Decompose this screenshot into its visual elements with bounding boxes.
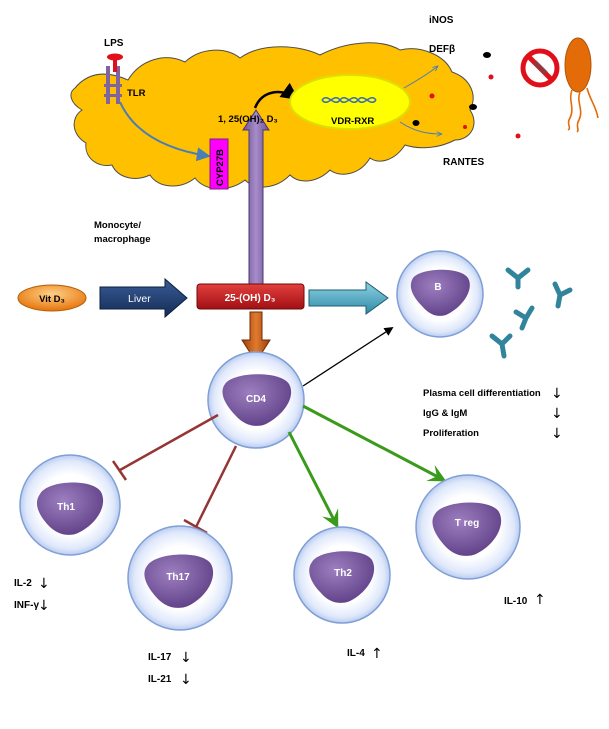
- cd4-label: CD4: [246, 394, 266, 405]
- liver-arrow: [99, 277, 188, 319]
- cd4-cell: CD4: [207, 351, 305, 449]
- th1-label: Th1: [57, 502, 75, 513]
- th2-label: Th2: [334, 568, 352, 579]
- defb-label: DEFβ: [429, 44, 455, 55]
- il21-direction: ↓: [180, 672, 192, 688]
- liver-label: Liver: [128, 293, 151, 305]
- prohibition-icon: [520, 48, 560, 88]
- rantes-output-arrow: [399, 121, 442, 134]
- treg-cell: T reg: [415, 474, 521, 580]
- th1-cell: Th1: [19, 454, 121, 556]
- calcidiol-box: [196, 283, 305, 310]
- vdr-rxr-nucleus: [289, 74, 411, 130]
- cyp27b-label: CYP27B: [215, 149, 226, 186]
- il10-label: IL-10: [504, 596, 528, 607]
- il17-label: IL-17: [148, 652, 172, 663]
- cyp27b-box: [209, 138, 229, 190]
- calcidiol-label: 25-(OH) D₃: [225, 293, 276, 304]
- vdr-rxr-label: VDR-RXR: [331, 116, 374, 127]
- inos-label: iNOS: [429, 15, 454, 26]
- b-effect-direction: ↓: [551, 386, 563, 402]
- inhibition-th1: [111, 413, 219, 481]
- tlr-label: TLR: [127, 88, 146, 99]
- vit-d3-oval: [17, 284, 87, 312]
- treg-label: T reg: [455, 518, 479, 529]
- il2-label: IL-2: [14, 578, 32, 589]
- il4-label: IL-4: [347, 648, 365, 659]
- rantes-label: RANTES: [443, 157, 484, 168]
- b-cell-label: B: [434, 282, 441, 293]
- inhibition-th17: [183, 445, 238, 535]
- b-cell: B: [396, 250, 484, 338]
- il2-direction: ↓: [38, 576, 50, 592]
- monocyte-label: Monocyte/: [94, 220, 141, 231]
- antimicrobial-particles: [412, 52, 521, 139]
- infg-label: INF-γ: [14, 600, 39, 611]
- bacterium-icon: [564, 37, 599, 133]
- b-effect-label: IgG & IgM: [423, 408, 467, 419]
- th17-label: Th17: [166, 572, 190, 583]
- activation-treg: [302, 404, 447, 482]
- tlr-to-cyp-arrow: [119, 101, 211, 162]
- activation-up-arrow: [242, 109, 270, 285]
- dna-helix-icon: [321, 97, 377, 103]
- il21-label: IL-21: [148, 674, 172, 685]
- activation-th2: [287, 431, 339, 529]
- il17-direction: ↓: [180, 650, 192, 666]
- antibody-icons: [489, 267, 573, 359]
- b-effect-direction: ↓: [551, 426, 563, 442]
- b-effect-label: Plasma cell differentiation: [423, 388, 541, 399]
- active-vitamin-d-label: 1, 25(OH)₂ D₃: [218, 114, 278, 125]
- macrophage-label: macrophage: [94, 234, 151, 245]
- infg-direction: ↓: [38, 598, 50, 614]
- b-cell-effects: Plasma cell differentiation ↓ IgG & IgM ↓ Pr…: [423, 386, 563, 442]
- th17-cell: Th17: [127, 525, 233, 631]
- b-effect-label: Proliferation: [423, 428, 479, 439]
- il10-direction: ↑: [534, 592, 546, 608]
- lps-icon: [107, 53, 123, 72]
- b-cell-arrow: [308, 281, 389, 315]
- tlr-receptor: [104, 66, 122, 104]
- vit-d3-label: Vit D₃: [39, 294, 65, 305]
- th2-cell: Th2: [293, 526, 391, 624]
- cd4-down-arrow: [241, 311, 271, 363]
- b-effect-direction: ↓: [551, 406, 563, 422]
- cd4-to-b-arrow: [302, 327, 394, 387]
- inos-output-arrow: [403, 66, 438, 89]
- il4-direction: ↑: [371, 646, 383, 662]
- lps-label: LPS: [104, 38, 124, 49]
